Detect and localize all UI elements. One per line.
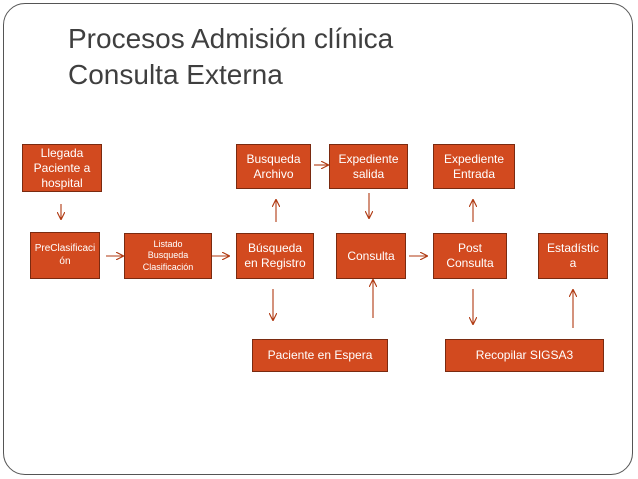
node-preclasificacion: PreClasificaci ón (30, 232, 100, 279)
node-paciente-en-espera: Paciente en Espera (252, 339, 388, 372)
slide-frame (3, 3, 633, 475)
node-post-consulta: Post Consulta (433, 233, 507, 279)
slide-title-line-1: Procesos Admisión clínica (68, 23, 394, 54)
slide-title-line-2: Consulta Externa (68, 59, 283, 90)
node-estadistica: Estadístic a (538, 233, 608, 279)
node-expediente-salida: Expediente salida (329, 144, 408, 189)
node-recopilar-sigsa3: Recopilar SIGSA3 (445, 339, 604, 372)
node-llegada-paciente: Llegada Paciente a hospital (22, 144, 102, 192)
node-busqueda-registro: Búsqueda en Registro (236, 233, 314, 279)
node-busqueda-archivo: Busqueda Archivo (236, 144, 311, 189)
node-listado-busqueda-clasificacion: Listado Busqueda Clasificación (124, 233, 212, 279)
node-consulta: Consulta (336, 233, 406, 279)
node-expediente-entrada: Expediente Entrada (433, 144, 515, 189)
